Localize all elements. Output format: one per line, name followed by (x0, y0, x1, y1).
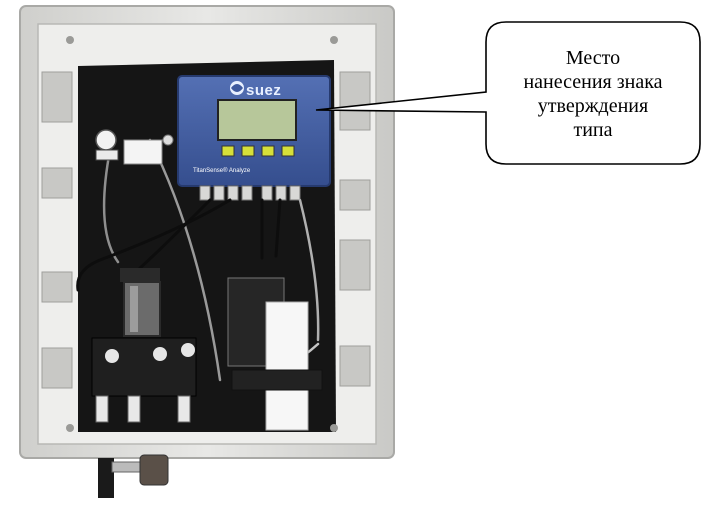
key-button-1 (221, 145, 235, 157)
analyzer-brand: suez (246, 82, 282, 99)
lcd-screen (217, 99, 297, 141)
suez-logo-icon (230, 81, 244, 95)
analyzer-model: TitanSense® Analyze (193, 168, 251, 174)
callout-text: Место нанесения знака утверждения типа (486, 23, 700, 165)
cable-glands (199, 185, 301, 201)
callout-line-1: Место (565, 47, 621, 69)
valve-block (91, 337, 197, 423)
reagent-sheet (265, 301, 309, 431)
screws (66, 36, 338, 432)
bottom-fitting (98, 454, 169, 498)
sensor-head (95, 129, 174, 165)
cables (76, 138, 320, 386)
key-button-3 (261, 145, 275, 157)
callout-bubble (315, 21, 701, 165)
callout-line-2: нанесения знака (523, 71, 663, 93)
right-rails (339, 71, 371, 387)
flow-cell (120, 268, 161, 337)
left-rails (41, 71, 73, 389)
drain-block (231, 369, 323, 391)
callout-line-4: типа (573, 119, 613, 141)
keypad (221, 145, 295, 157)
callout-line-3: утверждения (537, 95, 649, 117)
key-button-2 (241, 145, 255, 157)
key-button-4 (281, 145, 295, 157)
